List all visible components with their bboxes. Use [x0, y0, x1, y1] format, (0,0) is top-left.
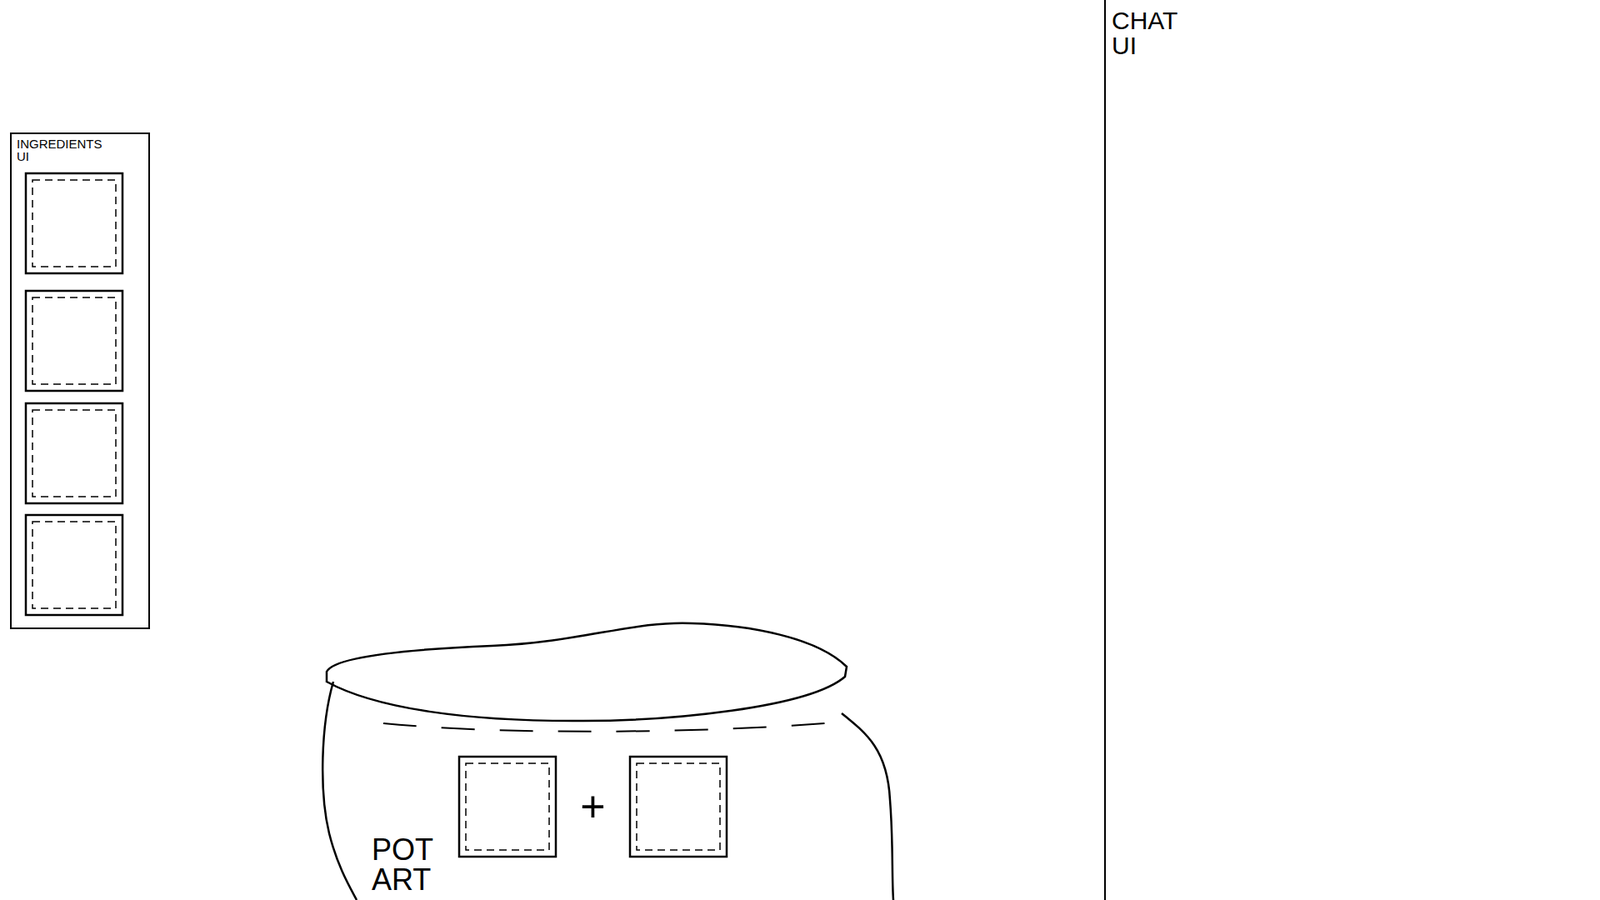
- ingredients-panel: INGREDIENTS UI: [10, 132, 150, 630]
- pot-slot: [630, 756, 727, 857]
- slot-dashes: [32, 410, 116, 497]
- slot-dashes: [465, 763, 550, 850]
- panel-title: INGREDIENTS UI: [16, 137, 103, 163]
- pot-stroke: [326, 623, 847, 721]
- slot-dashes: [32, 180, 116, 267]
- ingredient-slot: [25, 515, 123, 615]
- chat-panel: CHAT UI: [1104, 0, 1600, 900]
- ingredient-slot: [25, 173, 123, 274]
- slot-dashes: [636, 763, 720, 850]
- pot-rim-dashes: [383, 723, 825, 732]
- plus-sign: +: [580, 785, 605, 829]
- panel-title: CHAT UI: [1111, 8, 1178, 59]
- panel-title: POT ART: [371, 835, 433, 895]
- pot-stroke: [841, 713, 894, 900]
- ingredient-slots: [25, 173, 123, 615]
- pot-art: POT ART: [316, 616, 900, 900]
- ingredient-slot: [25, 403, 123, 504]
- slot-dashes: [32, 297, 116, 385]
- ingredient-slot: [25, 290, 123, 391]
- pot-stroke: [322, 681, 357, 900]
- pot-slot: [459, 756, 556, 857]
- slot-dashes: [32, 521, 116, 609]
- pot-slots: [459, 756, 727, 857]
